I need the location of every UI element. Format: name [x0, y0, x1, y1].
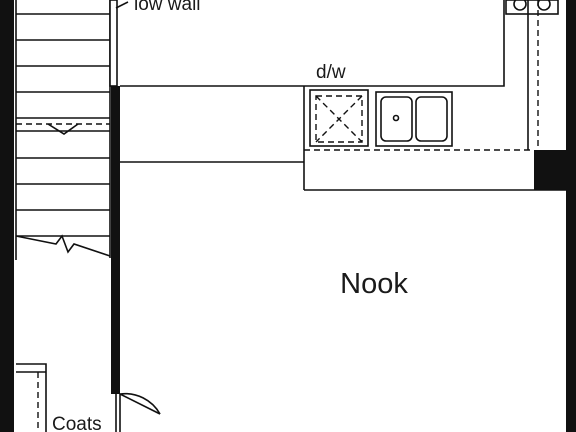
left-exterior-wall	[0, 0, 14, 432]
corner-column	[534, 150, 566, 190]
nook-label: Nook	[340, 268, 408, 300]
range-cooktop	[505, 0, 559, 15]
low-wall-label: low wall	[134, 0, 201, 15]
door-swing	[119, 392, 161, 432]
coats-closet	[16, 363, 117, 432]
coats-label: Coats	[52, 414, 102, 432]
right-exterior-wall	[566, 0, 576, 432]
double-sink	[375, 91, 453, 147]
low-wall	[109, 0, 118, 87]
dishwasher-label: d/w	[316, 62, 346, 83]
dishwasher	[309, 89, 369, 147]
staircase	[15, 0, 111, 260]
stair-direction-arrow-icon	[47, 123, 79, 135]
low-wall-leader	[115, 1, 129, 9]
stair-break-line	[15, 234, 111, 257]
stair-partition-wall	[111, 86, 120, 394]
kitchen-counter	[120, 0, 559, 191]
